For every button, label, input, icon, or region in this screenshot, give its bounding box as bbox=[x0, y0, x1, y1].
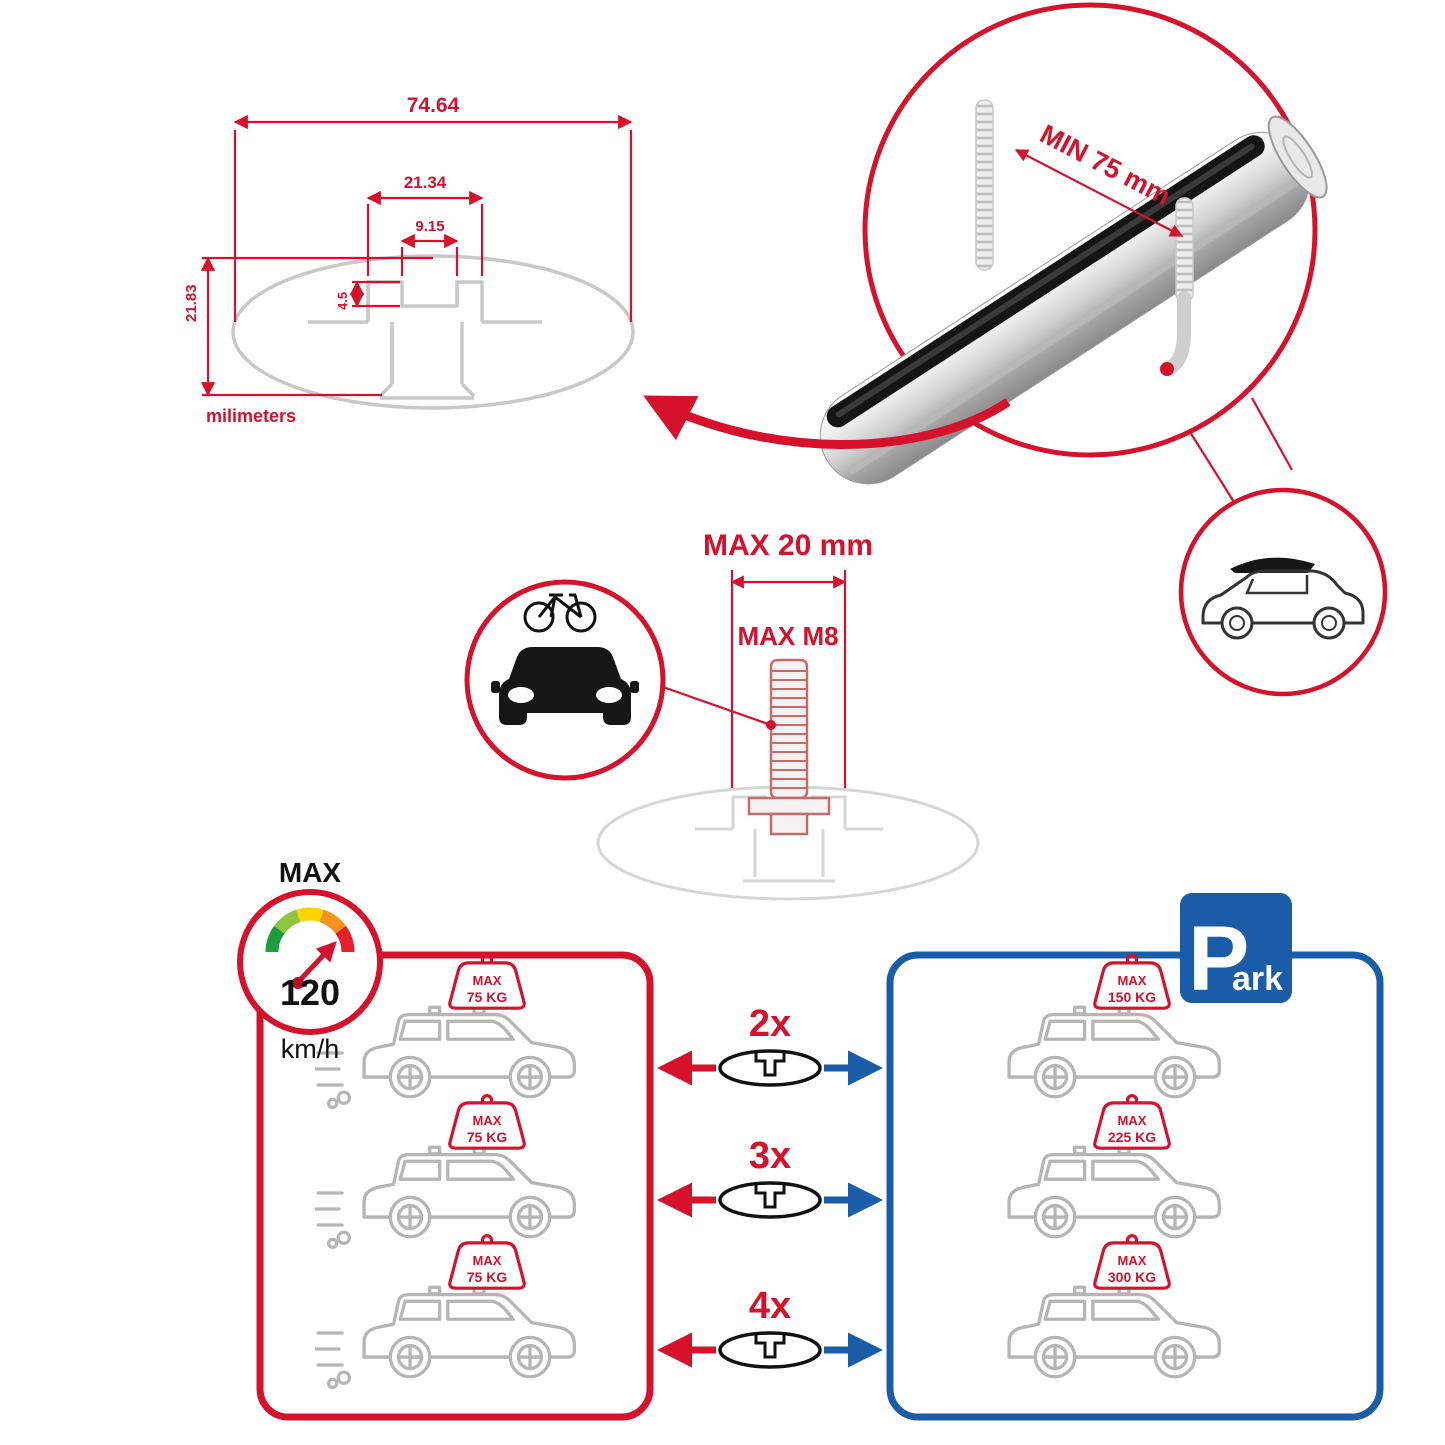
bar-count-rows: 2x 3x 4x bbox=[657, 1003, 883, 1369]
dim-notch-depth: 4.5 bbox=[335, 292, 350, 310]
bar-cross-section-icon bbox=[718, 1181, 822, 1219]
circle-connector-lines bbox=[1189, 397, 1293, 503]
parked-cars: MAX 150 KG MAX 225 KG MAX 300 KG bbox=[1007, 953, 1222, 1379]
car-illustration bbox=[1007, 1145, 1222, 1239]
load-value: 300 KG bbox=[1108, 1269, 1156, 1285]
bike-icon bbox=[523, 593, 597, 633]
max-thread-label: MAX M8 bbox=[737, 621, 838, 651]
bar-closeup: MIN 75 mm bbox=[819, 2, 1388, 697]
speed-value: 120 bbox=[280, 972, 340, 1013]
motion-lines bbox=[315, 1331, 351, 1389]
bar-cross-section-icon bbox=[718, 1331, 822, 1369]
load-label: MAX bbox=[473, 973, 502, 988]
car-illustration bbox=[1007, 1005, 1222, 1099]
driving-panel-border bbox=[256, 951, 654, 1421]
parked-panel-border bbox=[886, 951, 1384, 1421]
pointer-arrow bbox=[643, 395, 1011, 449]
motion-lines bbox=[315, 1191, 351, 1249]
dim-total-height: 21.83 bbox=[183, 284, 200, 322]
bolt-illustration bbox=[747, 658, 831, 836]
leader-line bbox=[662, 685, 776, 730]
car-illustration bbox=[362, 1005, 577, 1099]
car-front-icon bbox=[491, 647, 639, 725]
dimension-lines: 74.64 21.34 9.15 4.5 21.83 milimeters bbox=[183, 94, 633, 426]
load-label: MAX bbox=[1118, 973, 1147, 988]
curved-arrow bbox=[643, 395, 1011, 449]
speed-unit: km/h bbox=[281, 1034, 340, 1064]
bar-cross-section-icon bbox=[718, 1049, 822, 1087]
car-illustration bbox=[362, 1285, 577, 1379]
car-illustration bbox=[1007, 1285, 1222, 1379]
load-label: MAX bbox=[473, 1253, 502, 1268]
bar-count: 2x bbox=[749, 1003, 791, 1045]
load-label: MAX bbox=[1118, 1253, 1147, 1268]
parking-suffix: ark bbox=[1232, 960, 1283, 998]
driving-cars: MAX 75 KG MAX 75 KG MAX 75 KG bbox=[315, 953, 577, 1389]
max-width-label: MAX 20 mm bbox=[703, 529, 873, 562]
dim-total-width: 74.64 bbox=[407, 94, 460, 117]
load-capacity-panel: MAX 75 KG MAX 75 KG MAX 75 KG MAX 150 KG… bbox=[237, 857, 1384, 1421]
dim-slot-outer: 21.34 bbox=[404, 173, 447, 192]
bar-count: 3x bbox=[749, 1135, 791, 1177]
speedometer-icon: MAX 120 km/h bbox=[237, 857, 383, 1064]
cross-section-diagram: 74.64 21.34 9.15 4.5 21.83 milimeters bbox=[183, 94, 635, 426]
load-label: MAX bbox=[473, 1113, 502, 1128]
bar-profile-outline bbox=[231, 254, 635, 410]
load-value: 225 KG bbox=[1108, 1129, 1156, 1145]
units-label: milimeters bbox=[206, 406, 296, 426]
dim-slot-inner: 9.15 bbox=[415, 218, 444, 235]
load-value: 75 KG bbox=[467, 1129, 508, 1145]
load-value: 150 KG bbox=[1108, 989, 1156, 1005]
load-value: 75 KG bbox=[467, 1269, 508, 1285]
car-with-roofbox-icon bbox=[1201, 557, 1365, 640]
load-value: 75 KG bbox=[467, 989, 508, 1005]
bolt-diagram: MAX 20 mm MAX M8 bbox=[464, 529, 980, 901]
car-illustration bbox=[362, 1145, 577, 1239]
load-label: MAX bbox=[1118, 1113, 1147, 1128]
clamp-point-dot bbox=[1160, 362, 1174, 376]
speedometer-needle bbox=[298, 941, 337, 982]
parking-letter: P bbox=[1188, 908, 1249, 1010]
speed-max-label: MAX bbox=[279, 857, 342, 888]
parking-sign: P ark bbox=[1180, 893, 1292, 1010]
bar-count: 4x bbox=[749, 1285, 791, 1327]
